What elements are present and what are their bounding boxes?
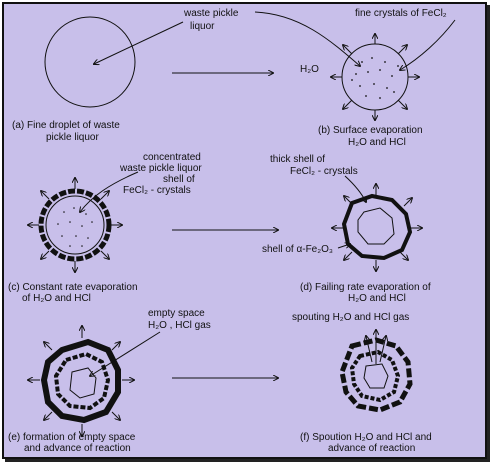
caption-f-line2: advance of reaction	[328, 443, 415, 454]
caption-d-line1: (d) Failing rate evaporation of	[300, 282, 431, 293]
label-empty-space: empty space	[148, 308, 205, 319]
caption-c-line1: (c) Constant rate evaporation	[8, 282, 138, 293]
crystal-layer-f	[349, 349, 401, 403]
evaporation-arrows-b	[331, 34, 419, 120]
pointer-b-1	[254, 11, 360, 66]
fine-crystals-b	[351, 57, 399, 99]
inner-core-d	[357, 207, 395, 245]
caption-a-line2: pickle liquor	[46, 132, 99, 143]
panel-c: concentrated waste pickle liquor shell o…	[8, 152, 202, 304]
label-fe2o3-shell: shell of α-Fe₂O₃	[262, 244, 333, 255]
panel-a: waste pickle liquor (a) Fine droplet of …	[12, 8, 239, 143]
pointer-d-thick	[344, 175, 366, 202]
crystal-shell-c	[38, 188, 112, 262]
concentrated-liquor-dots	[57, 207, 93, 247]
droplet-a	[44, 16, 136, 108]
outer-shell-e	[40, 338, 121, 424]
panel-b: H₂O fine crystals of FeCl₂ (b) Surface e…	[254, 8, 456, 148]
label-h2o-b: H₂O	[300, 64, 319, 75]
pointer-d-fe2o3	[337, 244, 350, 249]
label-waste-pickle-2: liquor	[190, 21, 215, 32]
label-waste-pickle-1: waste pickle	[183, 8, 239, 19]
label-shell-of: shell of	[163, 174, 195, 185]
label-fine-crystals: fine crystals of FeCl₂	[355, 8, 447, 19]
droplet-core-c	[45, 195, 105, 255]
pointer-e	[90, 331, 161, 376]
panel-d: thick shell of FeCl₂ - crystals shell of…	[262, 154, 431, 304]
caption-b-line1: (b) Surface evaporation	[318, 125, 423, 136]
caption-c-line2: of H₂O and HCl	[22, 293, 91, 304]
label-thick-shell-2: FeCl₂ - crystals	[290, 166, 358, 177]
caption-d-line2: H₂O and HCl	[348, 293, 406, 304]
crystal-layer-e	[53, 351, 111, 411]
pointer-b-2	[400, 19, 456, 70]
label-thick-shell-1: thick shell of	[270, 154, 325, 165]
spouting-arrows-f	[366, 330, 386, 364]
panel-f: spouting H₂O and HCl gas (f) Spoution H₂…	[292, 312, 432, 454]
evaporation-arrows-c	[28, 178, 122, 272]
label-fecl2-crystals-c: FeCl₂ - crystals	[123, 185, 191, 196]
label-concentrated-1: concentrated	[143, 152, 201, 163]
outer-shell-f	[339, 337, 413, 413]
empty-space-e	[69, 367, 97, 399]
pointer-a	[94, 21, 184, 64]
label-h2o-hcl-gas-e: H₂O , HCl gas	[148, 320, 211, 331]
panel-e: empty space H₂O , HCl gas (e) formation …	[8, 308, 211, 454]
caption-a-line1: (a) Fine droplet of waste	[12, 120, 120, 131]
caption-b-line2: H₂O and HCl	[348, 137, 406, 148]
pointer-c	[80, 171, 139, 212]
thick-shell-d	[341, 193, 413, 261]
empty-space-f	[363, 363, 389, 389]
label-concentrated-2: waste pickle liquor	[119, 163, 202, 174]
evaporation-arrows-d	[332, 184, 422, 271]
evaporation-arrows-e	[28, 326, 134, 436]
caption-f-line1: (f) Spoution H₂O and HCl and	[300, 432, 432, 443]
caption-e-line1: (e) formation of empty space	[8, 432, 136, 443]
caption-e-line2: and advance of reaction	[24, 443, 131, 454]
label-spouting: spouting H₂O and HCl gas	[292, 312, 409, 323]
